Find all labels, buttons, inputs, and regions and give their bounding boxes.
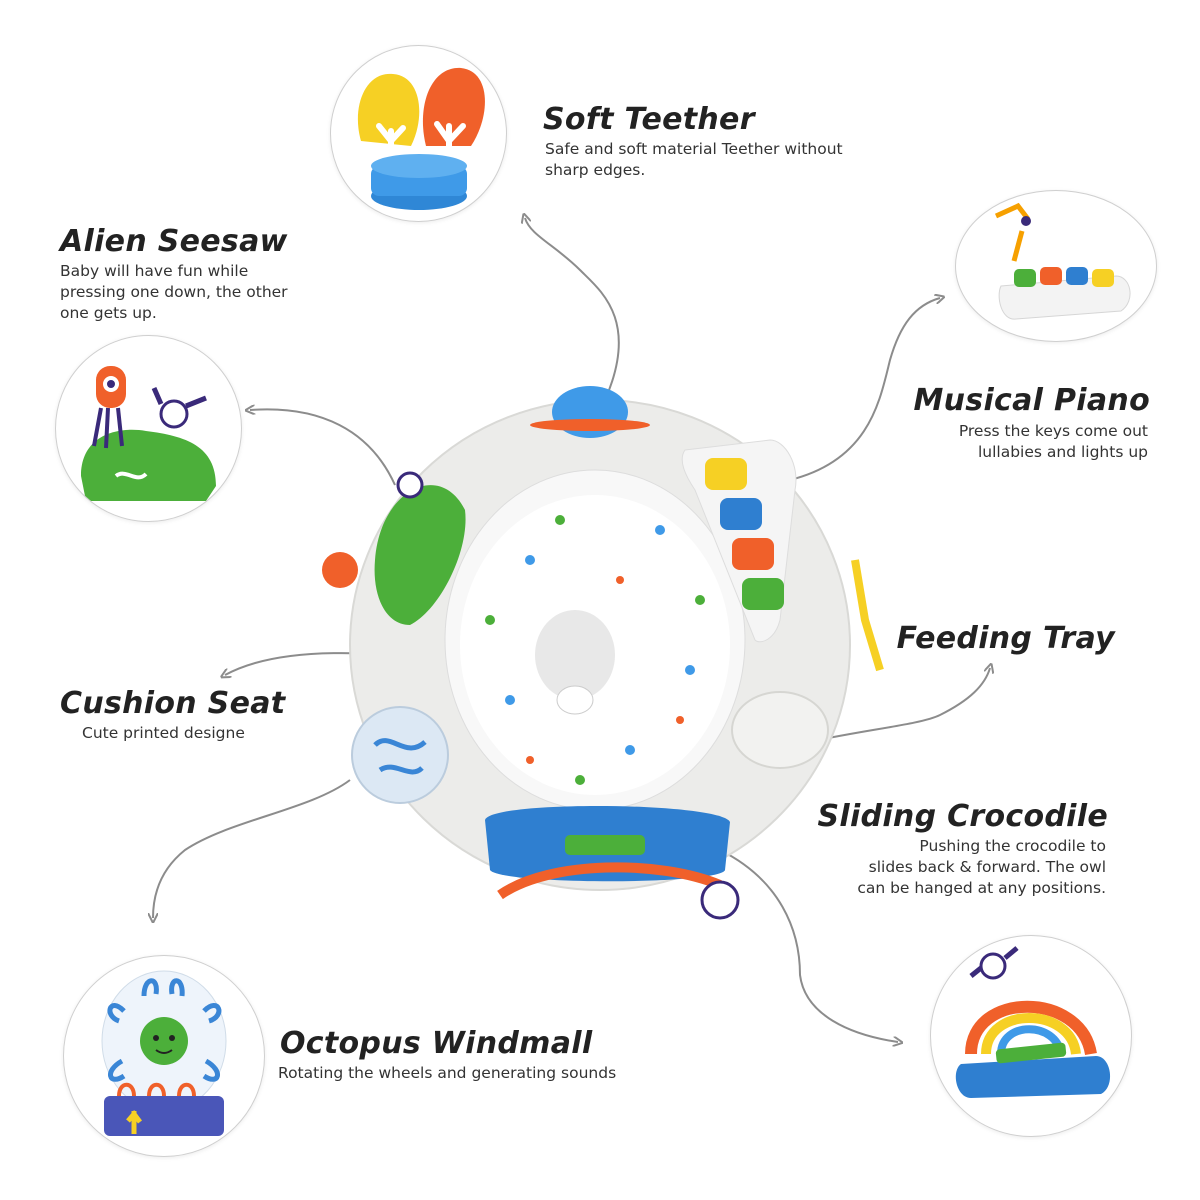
crocodile-slider-icon (955, 946, 1111, 1098)
alien-seesaw-title: Alien Seesaw (60, 224, 288, 259)
arrow-alien-seesaw (250, 409, 396, 486)
feeding-tray-title: Feeding Tray (896, 621, 1115, 656)
piano-icon (994, 202, 1131, 320)
arrow-octopus-windmall (153, 779, 351, 918)
cushion-seat-desc: Cute printed designe (82, 724, 245, 742)
octopus-windmall-desc: Rotating the wheels and generating sound… (278, 1064, 617, 1082)
cushion-seat-title: Cushion Seat (60, 686, 286, 721)
sliding-crocodile-title: Sliding Crocodile (817, 799, 1108, 834)
sliding-crocodile-desc: Pushing the crocodile to slides back & f… (857, 837, 1106, 897)
arrow-feeding-tray (794, 668, 990, 746)
sliding-crocodile-circle (930, 935, 1132, 1137)
octopus-windmill-icon (101, 970, 227, 1136)
activity-center-image (322, 386, 884, 920)
alien-seesaw-circle (55, 335, 242, 522)
octopus-windmall-circle (63, 955, 265, 1157)
soft-teether-desc: Safe and soft material Teether without s… (545, 140, 843, 179)
seesaw-icon (81, 366, 216, 501)
teether-icon (357, 67, 485, 210)
arrow-soft-teether (525, 218, 620, 401)
alien-seesaw-desc: Baby will have fun while pressing one do… (60, 262, 288, 322)
soft-teether-circle (330, 45, 507, 222)
musical-piano-circle (955, 190, 1157, 342)
musical-piano-desc: Press the keys come out lullabies and li… (958, 422, 1148, 461)
soft-teether-title: Soft Teether (543, 102, 755, 137)
arrow-sliding-crocodile (719, 849, 898, 1042)
octopus-windmall-title: Octopus Windmall (280, 1026, 593, 1061)
arrow-musical-piano (789, 298, 940, 481)
musical-piano-title: Musical Piano (913, 383, 1150, 418)
